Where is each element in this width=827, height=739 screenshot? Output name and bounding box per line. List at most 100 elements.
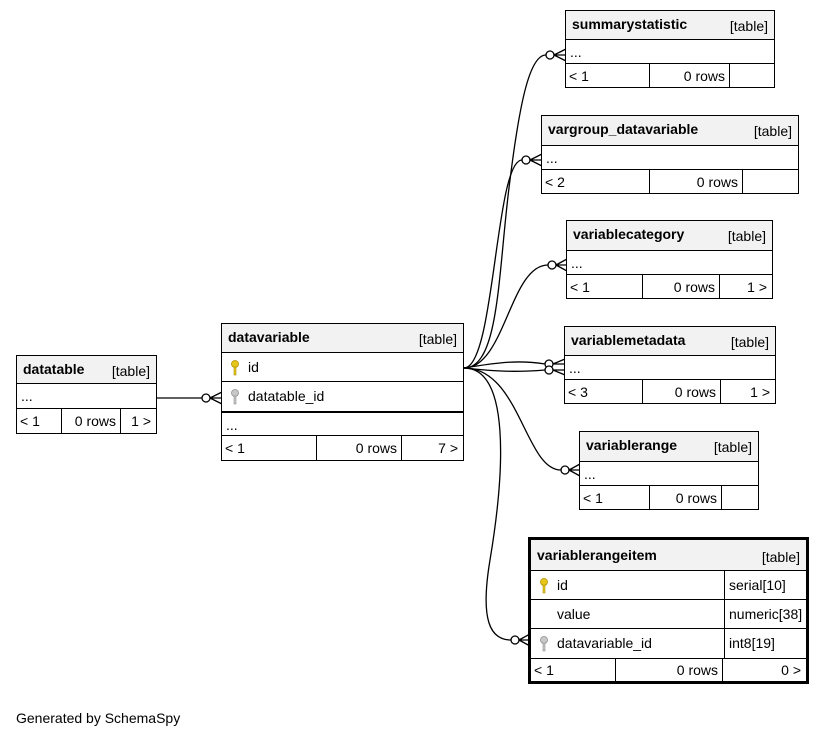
more-columns: ...	[222, 412, 463, 436]
parents-link[interactable]: < 1	[531, 659, 616, 681]
column-name: value	[557, 606, 591, 622]
table-summarystatistic[interactable]: summarystatistic [table] ... < 1 0 rows	[565, 10, 775, 88]
table-variablemetadata[interactable]: variablemetadata [table] ... < 3 0 rows …	[564, 326, 776, 404]
table-header: variablerange [table]	[580, 432, 758, 462]
row-count: 0 rows	[643, 275, 720, 298]
ellipsis-text: ...	[21, 388, 33, 404]
column-name: id	[557, 577, 568, 593]
row-count: 0 rows	[650, 486, 722, 509]
parents-link[interactable]: < 1	[17, 409, 62, 433]
column-row[interactable]: datatable_id	[222, 382, 463, 412]
table-name[interactable]: variablemetadata	[571, 332, 686, 348]
parents-link[interactable]: < 1	[580, 486, 650, 509]
table-name[interactable]: variablerange	[586, 437, 678, 453]
table-name[interactable]: datatable	[23, 361, 85, 377]
table-kind: [table]	[729, 18, 768, 34]
table-header: variablerangeitem [table]	[531, 540, 806, 571]
column-name: datatable_id	[248, 388, 325, 404]
edge-end-circle	[521, 155, 531, 165]
table-header: datavariable [table]	[222, 324, 463, 353]
primary-key-icon	[540, 578, 548, 594]
table-vargroup-datavariable[interactable]: vargroup_datavariable [table] ... < 2 0 …	[541, 115, 799, 194]
more-columns: ...	[580, 462, 758, 486]
more-columns: ...	[17, 384, 156, 409]
children-link[interactable]	[730, 64, 774, 87]
edge-end-circle	[560, 465, 570, 475]
table-footer: < 1 0 rows	[566, 64, 774, 87]
table-kind: [table]	[730, 334, 769, 350]
table-footer: < 1 0 rows 0 >	[531, 659, 806, 681]
table-footer: < 1 0 rows 7 >	[222, 436, 463, 460]
table-name[interactable]: variablerangeitem	[537, 547, 657, 563]
table-header: vargroup_datavariable [table]	[542, 116, 798, 146]
table-header: variablecategory [table]	[567, 221, 772, 251]
edge-end-circle	[545, 50, 555, 60]
table-variablecategory[interactable]: variablecategory [table] ... < 1 0 rows …	[566, 220, 773, 299]
table-name[interactable]: summarystatistic	[572, 16, 688, 32]
column-type: numeric[38]	[724, 600, 802, 628]
foreign-key-icon	[540, 636, 548, 652]
edge-end-circle	[544, 365, 554, 375]
table-name[interactable]: vargroup_datavariable	[548, 121, 699, 137]
primary-key-icon	[231, 360, 239, 376]
table-footer: < 1 0 rows 1 >	[17, 409, 156, 433]
parents-link[interactable]: < 3	[565, 380, 643, 403]
edge-to-variablerange	[463, 367, 562, 471]
table-kind: [table]	[418, 331, 457, 347]
table-header: summarystatistic [table]	[566, 11, 774, 40]
edge-end-circle	[544, 359, 554, 369]
more-columns: ...	[567, 251, 772, 275]
edge-end-circle	[201, 393, 211, 403]
children-link[interactable]: 1 >	[747, 279, 767, 295]
edge-end-circle	[547, 260, 557, 270]
edge-to-variablemetadata-2	[463, 367, 546, 372]
children-link[interactable]: 1 >	[750, 384, 770, 400]
ellipsis-text: ...	[571, 255, 583, 271]
ellipsis-text: ...	[584, 466, 596, 482]
more-columns: ...	[565, 356, 775, 380]
table-name[interactable]: variablecategory	[573, 226, 685, 242]
row-count: 0 rows	[650, 170, 743, 193]
more-columns: ...	[542, 146, 798, 170]
ellipsis-text: ...	[546, 150, 558, 166]
table-footer: < 1 0 rows	[580, 486, 758, 509]
edge-to-summarystatistic	[463, 54, 547, 369]
row-count: 0 rows	[62, 409, 121, 433]
ellipsis-text: ...	[226, 417, 238, 433]
table-variablerange[interactable]: variablerange [table] ... < 1 0 rows	[579, 431, 759, 510]
generated-by-credit: Generated by SchemaSpy	[16, 710, 181, 726]
table-kind: [table]	[753, 123, 792, 139]
column-row[interactable]: datavariable_id int8[19]	[531, 629, 806, 659]
table-kind: [table]	[727, 228, 766, 244]
edge-to-variablemetadata-1	[463, 361, 546, 369]
table-header: datatable [table]	[17, 356, 156, 384]
row-count: 0 rows	[616, 659, 723, 681]
foreign-key-icon	[231, 389, 239, 405]
table-datatable[interactable]: datatable [table] ... < 1 0 rows 1 >	[16, 355, 157, 434]
table-variablerangeitem[interactable]: variablerangeitem [table] id serial[10] …	[528, 537, 809, 684]
column-type: serial[10]	[724, 571, 786, 599]
parents-link[interactable]: < 1	[566, 64, 650, 87]
parents-link[interactable]: < 1	[222, 436, 317, 460]
children-link[interactable]: 0 >	[781, 662, 801, 678]
column-row[interactable]: value numeric[38]	[531, 600, 806, 629]
column-name: id	[248, 359, 259, 375]
column-row[interactable]: id serial[10]	[531, 571, 806, 600]
table-footer: < 2 0 rows	[542, 170, 798, 193]
parents-link[interactable]: < 2	[542, 170, 650, 193]
children-link[interactable]	[743, 170, 798, 193]
edge-end-circle	[510, 635, 520, 645]
edge-to-variablerangeitem	[463, 367, 512, 641]
table-kind: [table]	[111, 363, 150, 379]
ellipsis-text: ...	[569, 360, 581, 376]
children-link[interactable]: 1 >	[131, 413, 151, 429]
parents-link[interactable]: < 1	[567, 275, 643, 298]
column-row[interactable]: id	[222, 353, 463, 382]
children-link[interactable]	[722, 486, 758, 509]
more-columns: ...	[566, 40, 774, 64]
children-link[interactable]: 7 >	[438, 440, 458, 456]
table-datavariable[interactable]: datavariable [table] id datatable_id ...…	[221, 323, 464, 461]
edge-to-vargroup-datavariable	[463, 159, 523, 369]
table-footer: < 1 0 rows 1 >	[567, 275, 772, 298]
table-name[interactable]: datavariable	[228, 329, 310, 345]
